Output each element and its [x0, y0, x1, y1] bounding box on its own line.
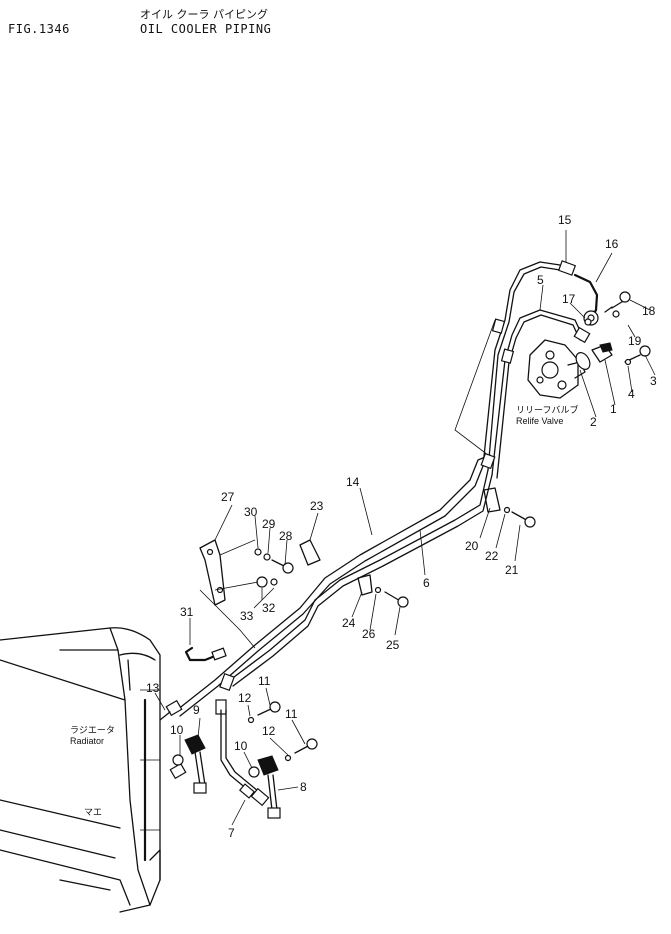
title-japanese: オイル クーラ パイピング [140, 8, 268, 21]
callout-10-left: 10 [170, 723, 184, 737]
callout-20: 20 [465, 539, 479, 553]
pipe-14 [176, 454, 491, 711]
callout-24: 24 [342, 616, 356, 630]
callout-33: 33 [240, 609, 254, 623]
callout-5: 5 [537, 273, 544, 287]
callout-12-upper: 12 [238, 691, 252, 705]
callout-12-lower: 12 [262, 724, 276, 738]
callout-8: 8 [300, 780, 307, 794]
callout-22: 22 [485, 549, 499, 563]
callout-4: 4 [628, 387, 635, 401]
callout-31: 31 [180, 605, 194, 619]
callout-26: 26 [362, 627, 376, 641]
callout-11-upper: 11 [258, 674, 271, 688]
relief-valve-label: Relife Valve [516, 416, 563, 426]
callout-6: 6 [423, 576, 430, 590]
figure-code: FIG.1346 [8, 22, 70, 36]
callout-9: 9 [193, 703, 200, 717]
radiator-label: Radiator [70, 736, 104, 746]
callout-3: 3 [650, 374, 657, 388]
callout-7: 7 [228, 826, 235, 840]
callout-25: 25 [386, 638, 400, 652]
callout-32: 32 [262, 601, 276, 615]
callout-13: 13 [146, 681, 160, 695]
callout-19: 19 [628, 334, 642, 348]
diagram-title: OIL COOLER PIPING [140, 22, 272, 36]
front-label-jp: マエ [84, 807, 102, 817]
callout-11-lower: 11 [285, 707, 298, 721]
radiator-label-jp: ラジエータ [70, 725, 115, 735]
callout-30: 30 [244, 505, 258, 519]
callout-10-right: 10 [234, 739, 248, 753]
relief-valve-label-jp: リリーフバルブ [516, 404, 578, 415]
callout-16: 16 [605, 237, 619, 251]
callout-17: 17 [562, 292, 576, 306]
callout-14: 14 [346, 475, 360, 489]
callout-18: 18 [642, 304, 656, 318]
radiator [0, 627, 161, 913]
callout-21: 21 [505, 563, 519, 577]
callout-23: 23 [310, 499, 324, 513]
callout-2: 2 [590, 415, 597, 429]
relief-valve [527, 339, 613, 399]
callout-1: 1 [610, 402, 617, 416]
callout-15: 15 [558, 213, 572, 227]
callout-27: 27 [221, 490, 235, 504]
callout-29: 29 [262, 517, 276, 531]
callout-28: 28 [279, 529, 293, 543]
